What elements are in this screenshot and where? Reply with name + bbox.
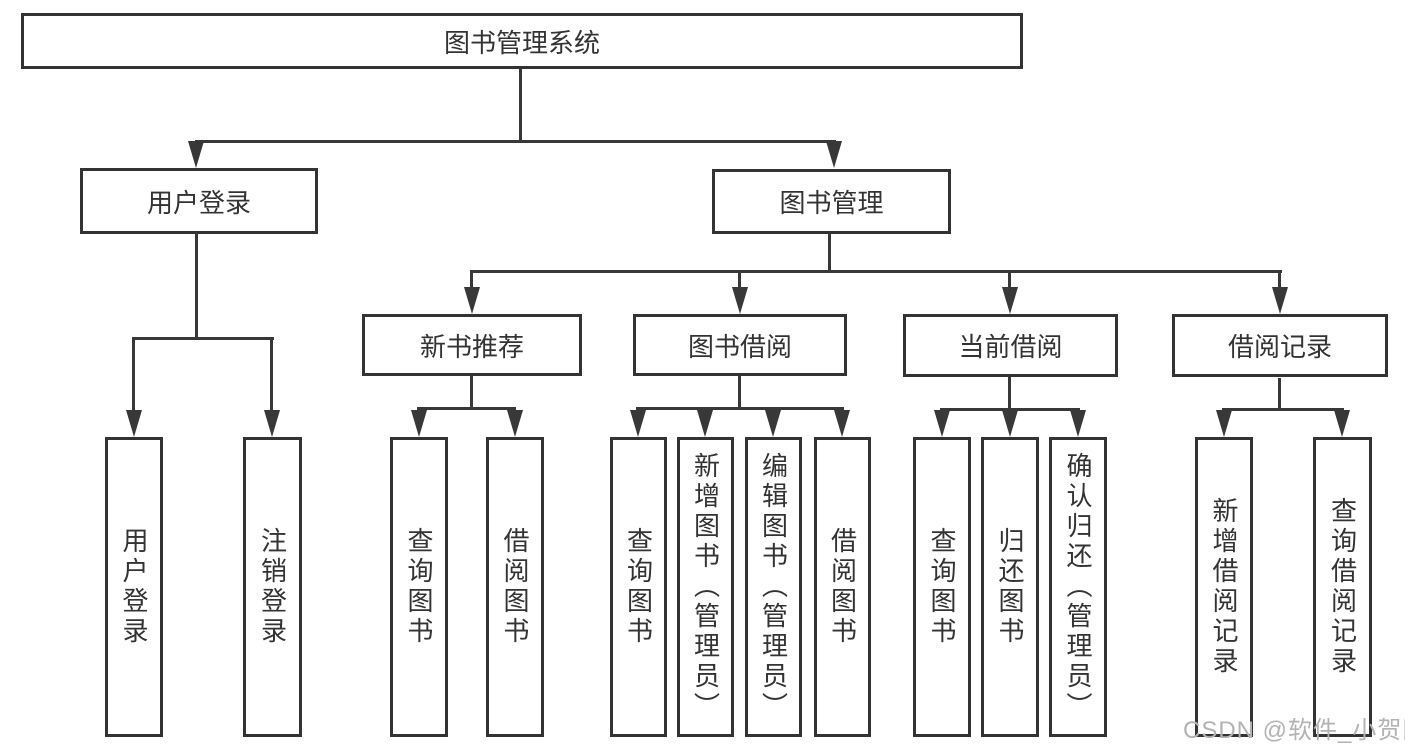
leaf-bb-edit-books-admin: 编辑图书（管理员）	[745, 437, 802, 737]
connector-line	[270, 337, 273, 410]
leaf-logout: 注销登录	[243, 437, 302, 737]
arrowhead-down-icon	[732, 287, 748, 314]
connector-line	[1222, 408, 1344, 411]
leaf-label: 查询图书	[927, 527, 957, 647]
connector-line	[470, 376, 473, 407]
leaf-cb-confirm-return-admin: 确认归还（管理员）	[1049, 437, 1107, 737]
leaf-br-add-record: 新增借阅记录	[1195, 437, 1253, 737]
leaf-rec-borrow-books: 借阅图书	[486, 437, 544, 737]
connector-line	[738, 376, 741, 407]
leaf-label: 归还图书	[995, 527, 1025, 647]
leaf-label: 新增借阅记录	[1209, 497, 1239, 677]
arrowhead-down-icon	[697, 410, 713, 437]
arrowhead-down-icon	[934, 410, 950, 437]
leaf-label: 借阅图书	[827, 527, 858, 647]
node-book-management: 图书管理	[712, 169, 951, 234]
leaf-cb-query-books: 查询图书	[913, 437, 971, 737]
arrowhead-down-icon	[1002, 410, 1018, 437]
leaf-bb-add-books-admin: 新增图书（管理员）	[677, 437, 734, 737]
arrowhead-down-icon	[765, 410, 781, 437]
arrowhead-down-icon	[1334, 410, 1350, 437]
node-label: 图书借阅	[687, 331, 792, 362]
leaf-br-query-record: 查询借阅记录	[1313, 437, 1372, 737]
csdn-watermark: CSDN @软件_小贺同学	[1183, 717, 1405, 744]
leaf-bb-query-books: 查询图书	[610, 437, 667, 737]
connector-line	[1008, 377, 1011, 408]
connector-line	[636, 407, 844, 410]
connector-line	[940, 408, 1080, 411]
leaf-label: 确认归还（管理员）	[1063, 452, 1093, 722]
leaf-cb-return-books: 归还图书	[981, 437, 1039, 737]
leaf-label: 查询图书	[623, 527, 654, 647]
connector-line	[470, 270, 473, 288]
node-label: 新书推荐	[419, 331, 524, 362]
node-label: 当前借阅	[958, 332, 1063, 362]
connector-line	[195, 233, 198, 337]
arrowhead-down-icon	[834, 410, 850, 437]
connector-line	[195, 140, 836, 143]
node-label: 图书管理系统	[443, 27, 600, 58]
leaf-rec-query-books: 查询图书	[390, 437, 448, 737]
arrowhead-down-icon	[1272, 287, 1288, 314]
connector-line	[132, 337, 274, 340]
connector-line	[1278, 270, 1281, 288]
node-new-book-recommendation: 新书推荐	[362, 314, 582, 376]
connector-line	[1278, 378, 1281, 408]
arrowhead-down-icon	[464, 287, 480, 314]
leaf-bb-borrow-books: 借阅图书	[814, 437, 871, 737]
leaf-label: 新增图书（管理员）	[690, 452, 721, 722]
leaf-label: 编辑图书（管理员）	[758, 452, 789, 722]
arrowhead-down-icon	[1216, 410, 1232, 437]
arrowhead-down-icon	[1002, 287, 1018, 314]
arrowhead-down-icon	[126, 410, 142, 437]
node-borrowing-records: 借阅记录	[1172, 314, 1388, 377]
connector-line	[417, 407, 516, 410]
connector-line	[1008, 270, 1011, 288]
node-label: 图书管理	[779, 188, 884, 218]
node-book-borrowing: 图书借阅	[633, 314, 847, 376]
arrowhead-down-icon	[507, 410, 523, 437]
leaf-user-login: 用户登录	[105, 437, 163, 737]
leaf-label: 查询借阅记录	[1327, 497, 1358, 677]
arrowhead-down-icon	[1070, 410, 1086, 437]
arrowhead-down-icon	[264, 410, 280, 437]
connector-line	[470, 270, 1282, 273]
leaf-label: 查询图书	[404, 527, 434, 647]
arrowhead-down-icon	[411, 410, 427, 437]
leaf-label: 借阅图书	[500, 527, 530, 647]
arrowhead-down-icon	[630, 410, 646, 437]
connector-line	[738, 270, 741, 288]
node-user-login: 用户登录	[80, 168, 318, 234]
arrowhead-down-icon	[188, 141, 204, 168]
connector-line	[519, 68, 522, 140]
node-book-management-system: 图书管理系统	[21, 13, 1023, 69]
node-label: 借阅记录	[1227, 332, 1332, 362]
connector-line	[828, 233, 831, 270]
connector-line	[132, 337, 135, 410]
arrowhead-down-icon	[826, 141, 842, 168]
leaf-label: 用户登录	[119, 527, 149, 647]
node-current-borrowing: 当前借阅	[903, 314, 1118, 377]
leaf-label: 注销登录	[257, 527, 288, 647]
node-label: 用户登录	[146, 187, 251, 218]
